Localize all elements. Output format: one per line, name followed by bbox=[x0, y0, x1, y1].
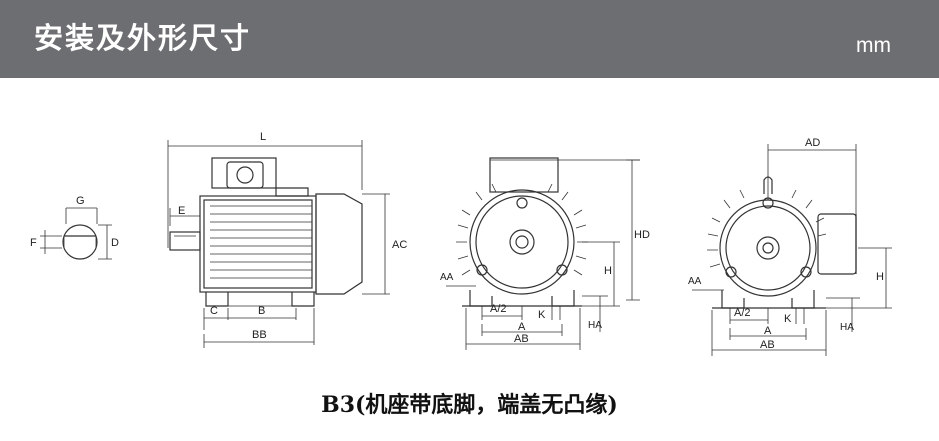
label-bb: BB bbox=[252, 329, 267, 341]
label-d: D bbox=[111, 237, 119, 249]
motor-dimension-drawing: G F D bbox=[30, 131, 892, 356]
label-aa: AA bbox=[440, 272, 454, 283]
label-ac: AC bbox=[392, 239, 407, 251]
label-ha: HA bbox=[588, 320, 602, 331]
label-ab: AB bbox=[514, 333, 529, 345]
label-e: E bbox=[178, 205, 185, 217]
unit-label: mm bbox=[856, 34, 891, 57]
label-a: A bbox=[518, 321, 526, 333]
drawing-caption: B3(机座带底脚，端盖无凸缘) bbox=[321, 392, 618, 418]
label-l: L bbox=[260, 131, 266, 143]
label-h: H bbox=[604, 265, 612, 277]
label-ad: AD bbox=[805, 137, 820, 149]
label-aa-2: AA bbox=[688, 276, 702, 287]
label-hd: HD bbox=[634, 229, 650, 241]
label-a-half: A/2 bbox=[490, 303, 507, 315]
shaft-section-view bbox=[40, 207, 112, 260]
label-c: C bbox=[210, 305, 218, 317]
label-h-2: H bbox=[876, 271, 884, 283]
front-view-top-box bbox=[446, 157, 640, 350]
label-b: B bbox=[258, 305, 265, 317]
label-g: G bbox=[76, 195, 85, 207]
header-bar: 安装及外形尺寸 mm bbox=[0, 0, 939, 78]
side-view bbox=[167, 140, 390, 348]
page-title: 安装及外形尺寸 bbox=[34, 21, 252, 55]
label-a-2: A bbox=[764, 325, 772, 337]
label-f: F bbox=[30, 237, 37, 249]
label-a-half-2: A/2 bbox=[734, 307, 751, 319]
label-k: K bbox=[538, 309, 546, 321]
label-k-2: K bbox=[784, 313, 792, 325]
label-ab-2: AB bbox=[760, 339, 775, 351]
label-ha-2: HA bbox=[840, 322, 854, 333]
front-view-side-box bbox=[692, 144, 892, 356]
